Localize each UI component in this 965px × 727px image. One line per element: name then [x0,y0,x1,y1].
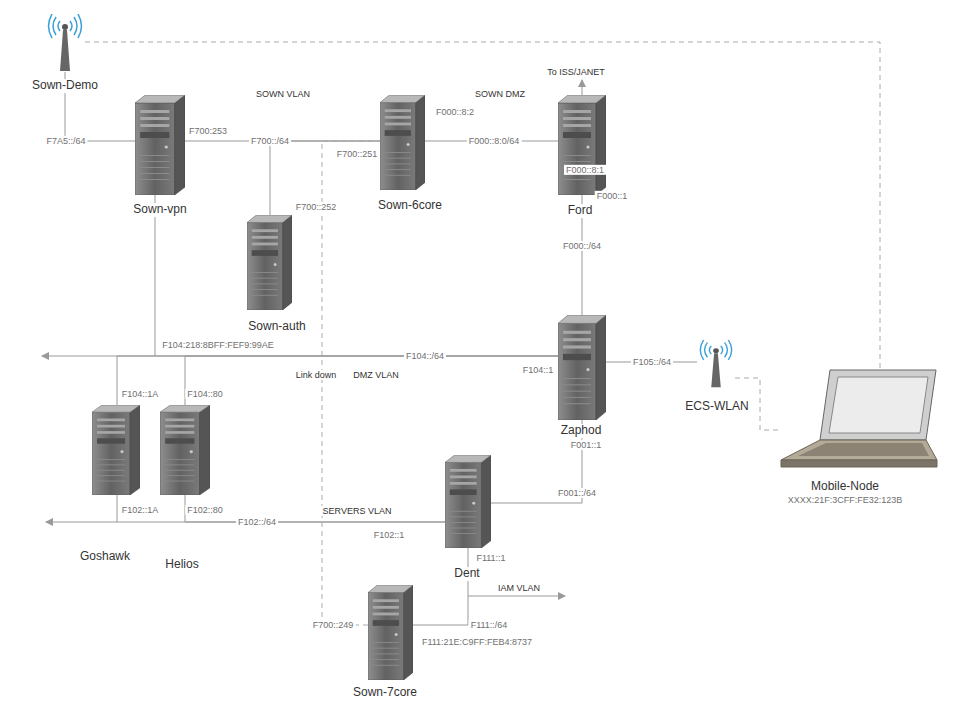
vlan-caption: DMZ VLAN [351,370,401,380]
subnet-label: F105::/64 [631,357,673,367]
vlan-caption: SOWN DMZ [473,89,527,99]
server-icon [558,95,606,195]
node-name: Sown-Demo [30,79,100,93]
access-point-node: Sown-Demo [45,14,85,72]
vlan-caption: SOWN VLAN [254,89,312,99]
address-label: F111:21E:C9FF:FEB4:8737 [420,637,534,647]
uplink-arrow [582,80,583,95]
dashed-link [85,42,880,368]
server-node: Sown-auth [247,215,292,310]
address-label: F000::1 [595,191,630,201]
address-label: F111::1 [474,553,507,563]
subnet-label: F104::/64 [404,351,446,361]
node-name: Sown-7core [351,686,419,700]
address-label: F000::8:2 [434,107,476,117]
address-label: F104:218:8BFF:FEF9:99AE [160,340,276,350]
subnet-label: F000::/64 [561,241,603,251]
vlan-caption: Link down [294,370,339,380]
dashed-link [322,141,380,625]
node-name: Goshawk [78,550,132,564]
subnet-label: F7A5::/64 [44,136,87,146]
address-label: F102::80 [185,505,225,515]
node-name: Helios [163,558,200,572]
server-node: Goshawk [92,405,140,495]
address-label: F700::252 [294,202,339,212]
server-icon [160,405,210,495]
subnet-label: F001::/64 [556,488,598,498]
subnet-label: F000::8:0/64 [467,136,522,146]
network-link [155,195,558,356]
node-name: Sown-vpn [131,203,188,217]
node-address: XXXX:21F:3CFF:FE32:123B [786,495,905,505]
subnet-label: F102::/64 [236,517,278,527]
address-label: F102::1 [372,530,407,540]
server-node: Dent [445,455,491,548]
vlan-caption: SERVERS VLAN [321,506,394,516]
network-link [270,141,380,215]
server-node: Ford [558,95,606,195]
address-label: F102::1A [120,505,161,515]
server-node: Sown-vpn [135,95,185,195]
address-label: F700::249 [311,620,356,630]
address-label: F104::80 [185,389,225,399]
server-icon [247,215,292,310]
server-icon [445,455,491,548]
subnet-label: F111::/64 [469,620,510,630]
node-name: Mobile-Node [809,480,881,494]
node-name: ECS-WLAN [683,400,750,414]
node-name: Ford [566,204,595,218]
network-link [185,495,445,522]
network-link [117,495,445,522]
address-label: F104::1 [521,365,556,375]
network-link [413,548,468,625]
server-icon [368,585,413,680]
node-name: Dent [452,567,481,581]
address-label: F700::251 [335,149,380,159]
server-icon [558,315,606,420]
iam-bus [468,596,565,597]
server-icon [380,95,425,190]
node-name: Sown-6core [376,199,444,213]
network-link [117,356,558,405]
node-name: Zaphod [559,424,604,438]
network-link [185,356,558,405]
server-icon [135,95,185,195]
server-icon [92,405,140,495]
address-label: F104::1A [120,389,161,399]
server-node: Helios [160,405,210,495]
vlan-caption: To ISS/JANET [545,67,607,77]
server-node: Zaphod [558,315,606,420]
vlan-caption: IAM VLAN [496,583,542,593]
laptop-icon [780,368,938,473]
address-label: F000::8:1 [564,165,606,175]
server-node: Sown-7core [368,585,413,680]
node-name: Sown-auth [246,320,307,334]
antenna-icon [45,14,85,72]
address-label: F700:253 [187,126,229,136]
subnet-label: F700::/64 [249,136,291,146]
servers-bus-extension [46,522,117,523]
address-label: F001::1 [569,440,604,450]
antenna-icon [697,340,735,388]
laptop-node: Mobile-NodeXXXX:21F:3CFF:FE32:123B [780,368,938,473]
server-node: Sown-6core [380,95,425,190]
access-point-node: ECS-WLAN [697,340,735,388]
